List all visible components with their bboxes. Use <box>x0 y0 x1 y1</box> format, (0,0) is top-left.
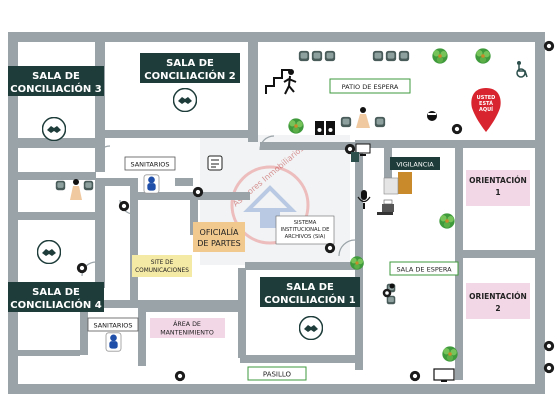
handshake-icon <box>173 88 197 112</box>
sala-4-label-line1: SALA DE <box>32 287 80 298</box>
vigilancia-label-box <box>390 157 440 170</box>
sistema-label-line3: ARCHIVOS (SIA) <box>285 234 326 240</box>
sala-4-label-line2: CONCILIACIÓN 4 <box>10 298 102 311</box>
walls <box>8 32 545 394</box>
sala-1-label-line2: CONCILIACIÓN 1 <box>264 293 356 306</box>
site-label-line1: SITE DE <box>151 260 174 266</box>
sistema-box <box>275 215 335 245</box>
sanitarios-bottom-label-box <box>87 317 139 332</box>
speaker-icon <box>315 121 335 135</box>
orientacion-2-box <box>466 283 530 319</box>
oficialia-label-line2: DE PARTES <box>197 239 241 248</box>
sistema-label-line2: INSTITUCIONAL DE <box>281 227 330 233</box>
pasillo-label: PASILLO <box>263 371 292 379</box>
orientacion-2-label-line2: 2 <box>495 304 500 313</box>
telephone-icon <box>427 111 437 121</box>
microphone-icon <box>357 190 371 209</box>
water-dispenser-icon <box>351 152 359 162</box>
handshake-icon <box>42 117 66 141</box>
sala-3-label-line2: CONCILIACIÓN 3 <box>10 82 102 95</box>
marker-line2: ESTÁ <box>479 100 493 107</box>
person-stairs-icon <box>265 69 297 95</box>
sala-4-label-box <box>8 282 104 312</box>
marker-line1: USTED <box>477 95 496 101</box>
pasillo-label-box <box>247 366 307 381</box>
vigilancia-label: VIGILANCIA <box>396 161 434 169</box>
sala-2-label-line2: CONCILIACIÓN 2 <box>144 69 236 82</box>
wheelchair-icon <box>516 61 528 78</box>
handshake-icon <box>37 240 61 264</box>
toilet-icon <box>105 332 122 352</box>
sala-2-label-box <box>140 53 240 83</box>
sala-2-label-line1: SALA DE <box>166 58 214 69</box>
site-box <box>132 255 192 277</box>
sistema-label-line1: SISTEMA <box>294 220 317 226</box>
person-icon <box>70 107 395 289</box>
sala-espera-label: SALA DE ESPERA <box>396 266 452 274</box>
orientacion-1-box <box>466 170 530 206</box>
sala-1-label-line1: SALA DE <box>286 282 334 293</box>
you-are-here-marker: USTED ESTÁ AQUÍ <box>471 88 501 132</box>
orientacion-2-label-line1: ORIENTACIÓN <box>469 292 527 301</box>
sala-3-label-box <box>8 66 104 96</box>
mantenimiento-label-line2: MANTENIMIENTO <box>160 330 214 337</box>
vigilancia-desk-side <box>383 177 399 195</box>
marker-line3: AQUÍ <box>479 105 493 113</box>
sala-3-label-line1: SALA DE <box>32 71 80 82</box>
site-label-line2: COMUNICACIONES <box>135 268 189 274</box>
vigilancia-desk <box>398 172 412 194</box>
info-kiosk-icon <box>207 155 223 171</box>
oficialia-box <box>193 222 245 252</box>
sanitarios-top-label-box <box>124 156 176 171</box>
oficialia-label-line1: OFICIALÍA <box>200 226 239 237</box>
mantenimiento-box <box>150 318 225 338</box>
sanitarios-bottom-label: SANITARIOS <box>93 322 132 330</box>
sala-espera-label-box <box>389 261 459 276</box>
patio-label: PATIO DE ESPERA <box>342 83 399 91</box>
sala-1-label-box <box>260 277 360 307</box>
patio-label-box <box>329 78 411 94</box>
printer-icon <box>377 199 394 215</box>
sanitarios-top-label: SANITARIOS <box>130 161 169 169</box>
monitor-icon <box>355 143 455 382</box>
mantenimiento-label-line1: ÁREA DE <box>173 319 201 328</box>
handshake-icon <box>299 316 323 340</box>
orientacion-1-label-line1: ORIENTACIÓN <box>469 176 527 185</box>
toilet-icon <box>143 174 160 194</box>
orientacion-1-label-line2: 1 <box>495 188 500 197</box>
